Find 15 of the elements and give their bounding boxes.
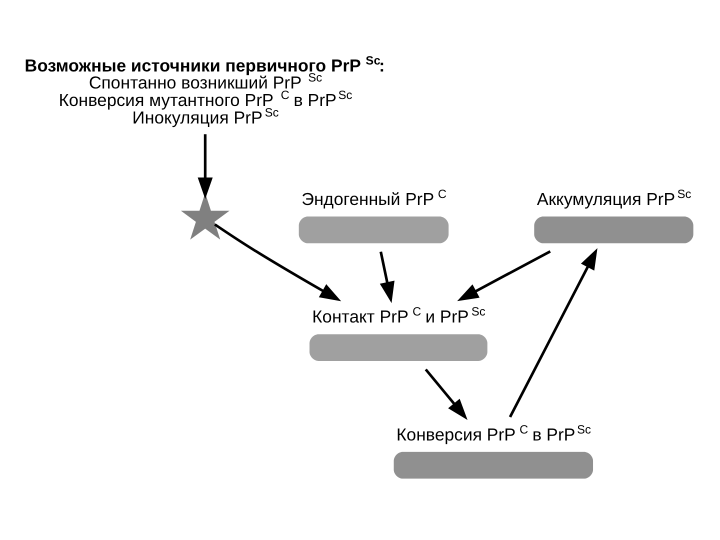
- arrow: [424, 368, 468, 420]
- node-label: Конверсия PrP$^{C}$ в PrP$^{Sc}$: [396, 422, 592, 444]
- node-label: Эндогенный PrP$^{C}$: [301, 187, 447, 210]
- arrow: [214, 223, 342, 302]
- arrow: [457, 250, 551, 302]
- node-box: [310, 334, 488, 361]
- node-box: [534, 216, 694, 244]
- arrow: [198, 134, 213, 199]
- arrow: [508, 248, 598, 418]
- node-label: Аккумуляция PrP$^{Sc}$: [536, 187, 692, 210]
- node-text: Возможные источники первичного PrP$^{Sc}$: Спонтанно возникший PrP$^{Sc}$ Конверсия мутантного PrP$^{C}$ в PrP$^{Sc}$ Инокуляция PrP$^{Sc}$: [24, 53, 385, 128]
- node-box: [298, 216, 449, 244]
- node-label: Контакт PrP$^{C}$ и PrP$^{Sc}$: [312, 304, 486, 327]
- node-box: [394, 452, 594, 479]
- arrow: [379, 251, 395, 304]
